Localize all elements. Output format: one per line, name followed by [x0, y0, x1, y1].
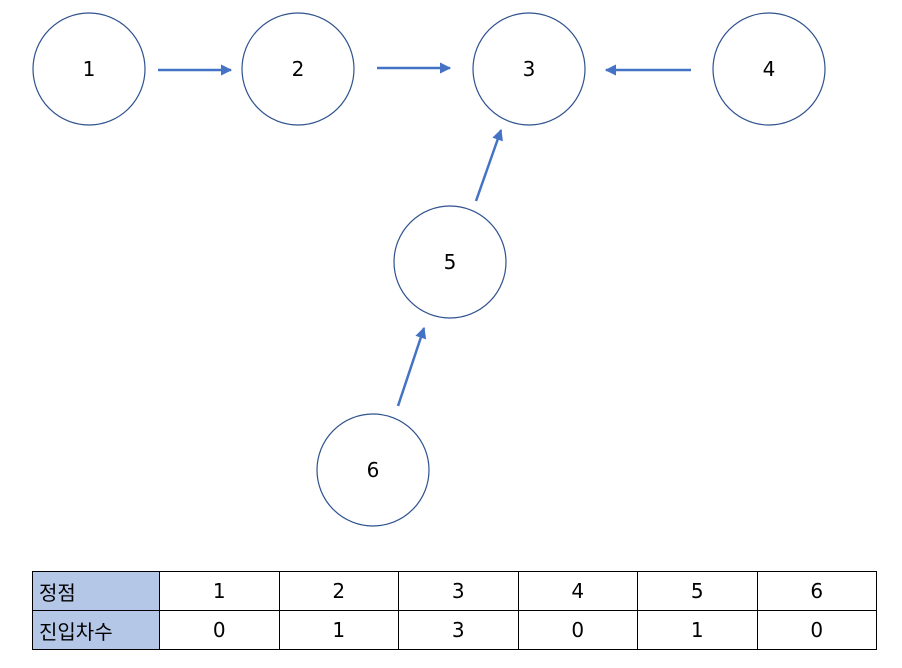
table-cell: 1 — [637, 610, 758, 650]
node-circle — [316, 413, 430, 527]
edge-5-to-3 — [474, 128, 503, 202]
in-degree-table: 정점 1 2 3 4 5 6 진입차수 0 1 3 0 1 0 — [32, 571, 877, 650]
graph-node: 6 — [316, 413, 430, 527]
vertex-row: 정점 1 2 3 4 5 6 — [32, 571, 877, 611]
table-cell: 0 — [756, 610, 877, 650]
edge-6-to-5 — [396, 326, 427, 407]
table-cell: 2 — [278, 571, 399, 611]
graph-node: 4 — [712, 12, 826, 126]
node-label: 1 — [83, 57, 96, 81]
node-circle — [241, 12, 355, 126]
node-circle — [472, 12, 586, 126]
table-cell: 0 — [517, 610, 638, 650]
node-circle — [712, 12, 826, 126]
graph-node: 3 — [472, 12, 586, 126]
graph-node: 5 — [393, 205, 507, 319]
table-cell: 5 — [637, 571, 758, 611]
table-cell: 3 — [398, 610, 519, 650]
node-circle — [393, 205, 507, 319]
in-degree-row-header: 진입차수 — [32, 610, 160, 650]
table-cell: 0 — [159, 610, 280, 650]
node-circle — [32, 12, 146, 126]
table-cell: 4 — [517, 571, 638, 611]
table-cell: 1 — [278, 610, 399, 650]
in-degree-row: 진입차수 0 1 3 0 1 0 — [32, 610, 877, 650]
graph-node: 2 — [241, 12, 355, 126]
table-cell: 3 — [398, 571, 519, 611]
graph-diagram: 1 2 3 4 5 6 — [32, 12, 826, 527]
node-label: 5 — [444, 250, 457, 274]
node-label: 6 — [367, 458, 380, 482]
table-cell: 6 — [756, 571, 877, 611]
vertex-row-header: 정점 — [32, 571, 160, 611]
node-label: 4 — [763, 57, 776, 81]
table-cell: 1 — [159, 571, 280, 611]
node-label: 2 — [292, 57, 305, 81]
node-label: 3 — [523, 57, 536, 81]
graph-node: 1 — [32, 12, 146, 126]
